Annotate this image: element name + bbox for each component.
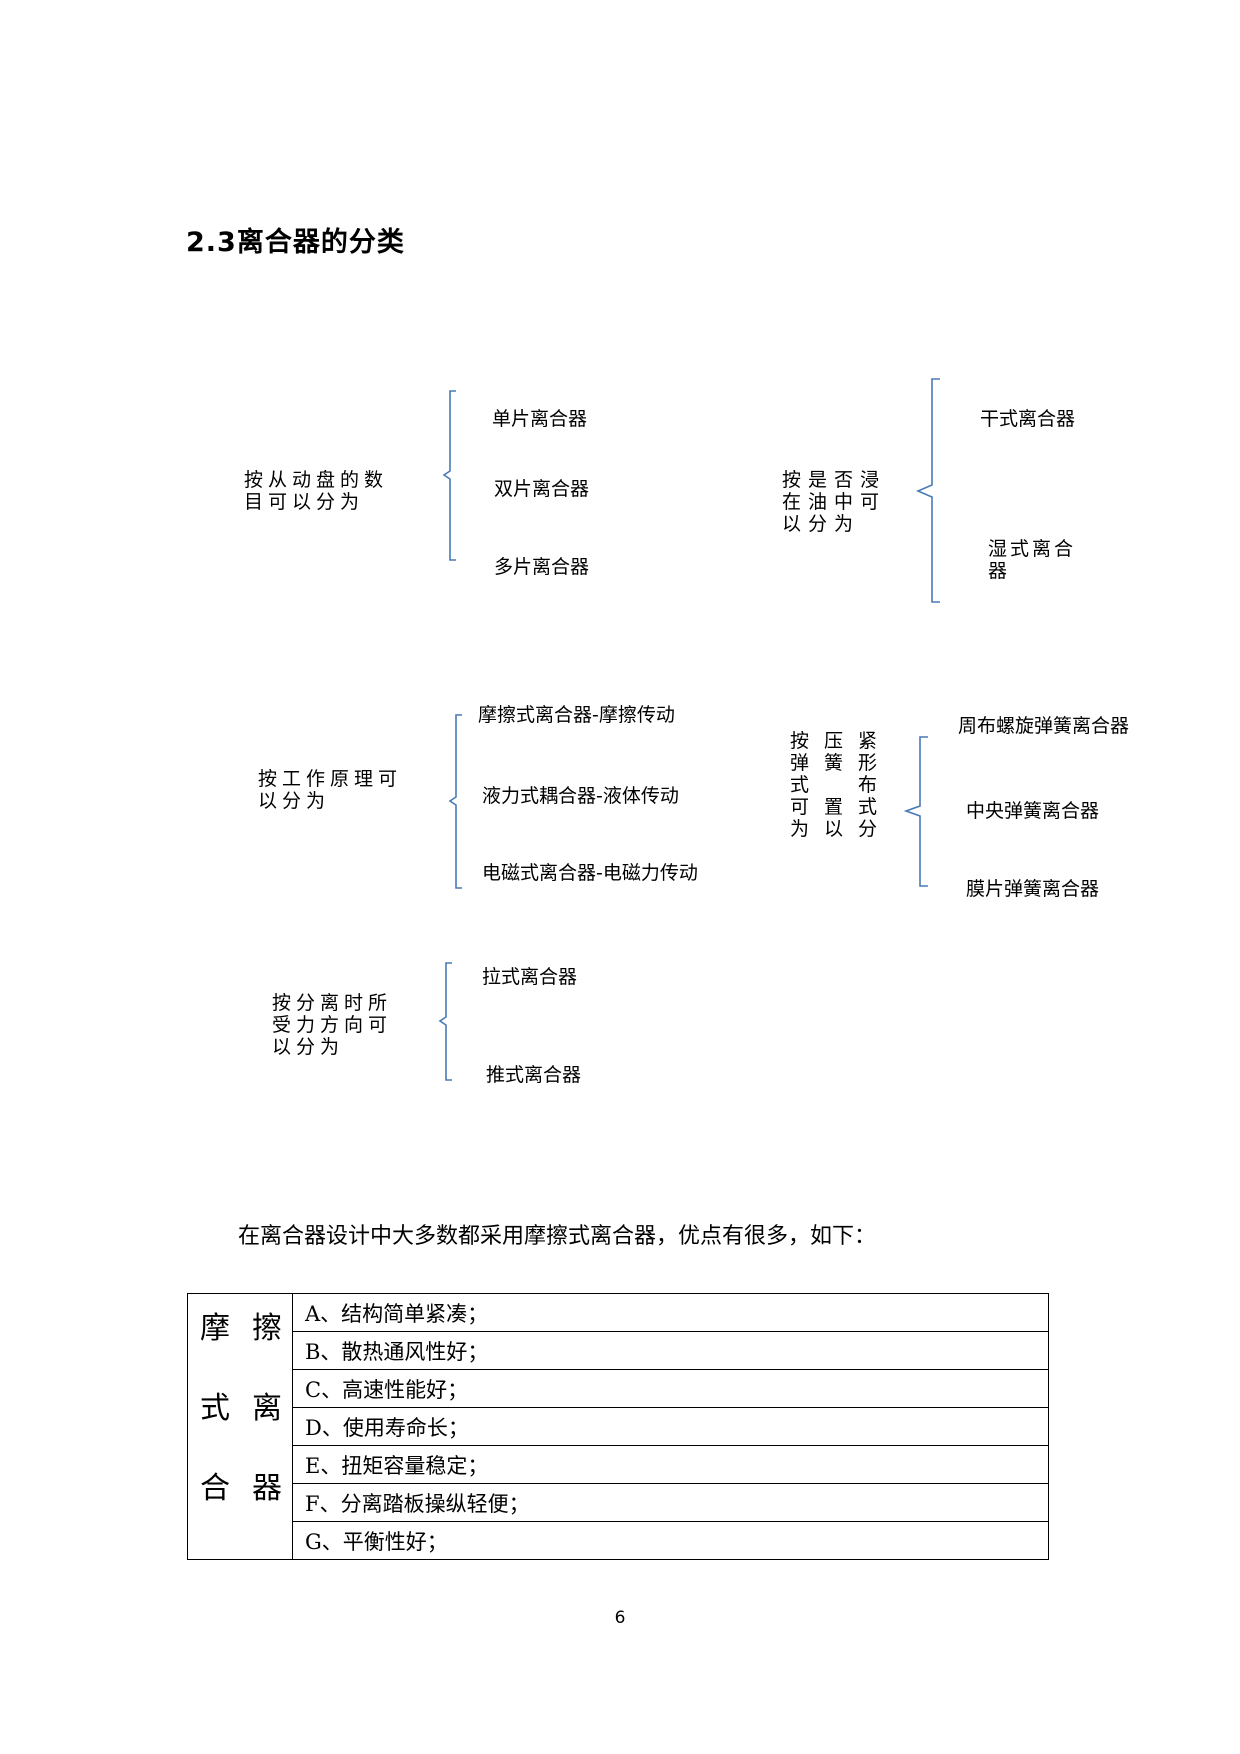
label-column-2: 压 簧 与 置 以 [824,730,844,840]
label-column-3: 紧 形 布 式 分 [858,730,878,840]
table-header-text: 摩 擦 式 离 合 器 [200,1311,282,1506]
item-push-clutch: 推式离合器 [486,1064,582,1086]
item-multi-disc: 多片离合器 [494,556,590,578]
table-row: 摩 擦 式 离 合 器 A、结构简单紧凑； [187,1293,1049,1560]
table-row: F、分离踏板操纵轻便； [188,1483,1049,1522]
page-number: 6 [614,1608,626,1628]
section-title: 2.3离合器的分类 [186,227,405,258]
item-double-disc: 双片离合器 [494,478,590,500]
item-central-spring-clutch: 中央弹簧离合器 [966,800,1100,822]
left-brace-release-force [438,962,452,1081]
group-label-release-force: 按分离时所受力方向可以分为 [272,992,393,1058]
table-row: C、高速性能好； [188,1369,1049,1408]
group-label-spring-layout: 按 弹 式 可 为 压 簧 与 置 以 紧 形 布 式 分 [790,730,900,870]
table-cell: E、扭矩容量稳定； [292,1445,1049,1484]
item-electromagnetic-clutch: 电磁式离合器-电磁力传动 [482,862,698,884]
advantages-table: 摩 擦 式 离 合 器 A、结构简单紧凑； B、散热通风性好； C、高速性能好；… [187,1293,1049,1560]
table-cell: F、分离踏板操纵轻便； [292,1483,1049,1522]
table-cell: D、使用寿命长； [292,1407,1049,1446]
table-header-cell: 摩 擦 式 离 合 器 [187,1293,293,1560]
item-diaphragm-spring-clutch: 膜片弹簧离合器 [966,878,1100,900]
left-brace-working-principle [448,714,462,889]
left-brace-spring-layout [903,736,928,887]
item-coil-spring-clutch: 周布螺旋弹簧离合器 [958,715,1130,737]
table-row: E、扭矩容量稳定； [188,1445,1049,1484]
table-row: B、散热通风性好； [188,1331,1049,1370]
left-brace-disc-count [442,390,456,561]
group-label-oil-immersion: 按是否浸在油中可以分为 [782,469,887,535]
left-brace-oil-immersion [915,378,940,603]
item-pull-clutch: 拉式离合器 [482,966,578,988]
table-cell: B、散热通风性好； [292,1331,1049,1370]
item-friction-clutch: 摩擦式离合器-摩擦传动 [478,704,675,726]
item-dry-clutch: 干式离合器 [980,408,1076,430]
table-row: G、平衡性好； [188,1521,1049,1560]
table-cell: C、高速性能好； [292,1369,1049,1408]
item-wet-clutch: 湿式离合器 [988,538,1077,582]
table-cell: A、结构简单紧凑； [292,1293,1049,1332]
table-row: D、使用寿命长； [188,1407,1049,1446]
intro-paragraph: 在离合器设计中大多数都采用摩擦式离合器，优点有很多，如下： [238,1224,877,1249]
group-label-working-principle: 按工作原理可以分为 [258,768,403,812]
table-cell: G、平衡性好； [292,1521,1049,1560]
group-label-disc-count: 按从动盘的数目可以分为 [244,469,389,513]
item-single-disc: 单片离合器 [492,408,588,430]
label-column-1: 按 弹 式 可 为 [790,730,810,840]
item-hydraulic-coupler: 液力式耦合器-液体传动 [482,785,679,807]
